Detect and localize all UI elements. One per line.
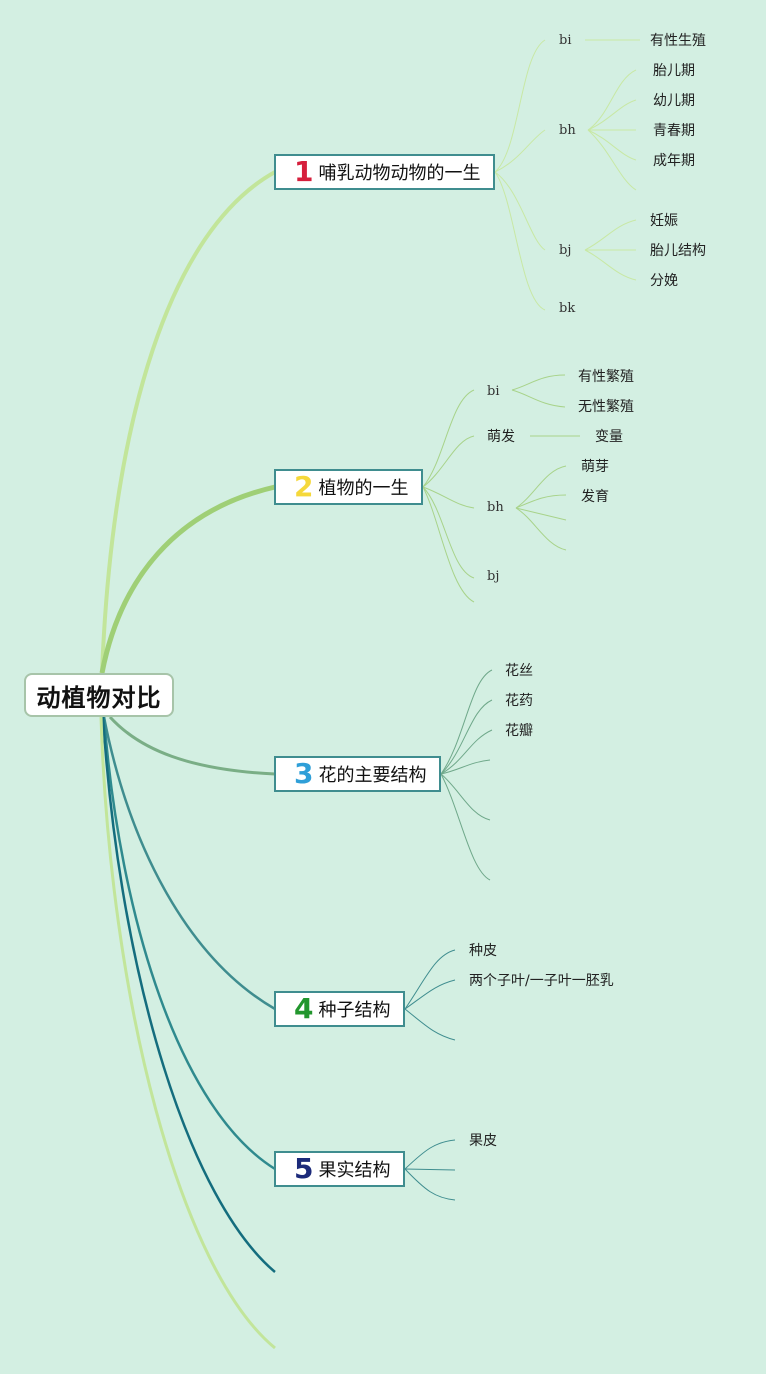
t2-sprout-child[interactable]: 变量 bbox=[595, 429, 623, 445]
t4-child-2[interactable]: 两个子叶/一子叶一胚乳 bbox=[469, 973, 614, 989]
t2-bh-child-2[interactable]: 发育 bbox=[581, 489, 609, 505]
t3-child-2[interactable]: 花药 bbox=[505, 693, 533, 709]
t1-bh-child-1[interactable]: 胎儿期 bbox=[653, 63, 695, 79]
t1-bh-child-3[interactable]: 青春期 bbox=[653, 123, 695, 139]
t1-bj-child-2[interactable]: 胎儿结构 bbox=[650, 243, 706, 259]
branch-topic-5 bbox=[102, 716, 276, 1171]
branch-empty-light bbox=[99, 716, 276, 1350]
t1-bh-child-4[interactable]: 成年期 bbox=[653, 153, 695, 169]
branch-empty-dark bbox=[101, 716, 276, 1273]
t1-node-bh[interactable]: bh bbox=[559, 123, 576, 138]
t1-node-bi[interactable]: bi bbox=[559, 33, 572, 48]
t2-node-sprout[interactable]: 萌发 bbox=[487, 429, 515, 445]
t2-node-bh[interactable]: bh bbox=[487, 500, 504, 515]
t1-bj-child-3[interactable]: 分娩 bbox=[650, 273, 678, 289]
t1-node-bj[interactable]: bj bbox=[559, 243, 572, 258]
topic-number-4: 4 bbox=[294, 992, 314, 1025]
t3-child-3[interactable]: 花瓣 bbox=[505, 723, 533, 739]
t1-bi-child[interactable]: 有性生殖 bbox=[650, 33, 706, 49]
t3-child-1[interactable]: 花丝 bbox=[505, 663, 533, 679]
topic-node-1[interactable]: 1 哺乳动物动物的一生 bbox=[274, 154, 495, 190]
topic-label-4: 种子结构 bbox=[318, 1000, 391, 1021]
t1-bh-child-2[interactable]: 幼儿期 bbox=[653, 93, 695, 109]
t2-node-bi[interactable]: bi bbox=[487, 384, 500, 399]
t1-bj-child-1[interactable]: 妊娠 bbox=[650, 213, 678, 229]
topic-2-connectors bbox=[422, 374, 580, 603]
topic-node-5[interactable]: 5 果实结构 bbox=[274, 1151, 405, 1187]
topic-number-2: 2 bbox=[294, 470, 314, 503]
t2-bi-child-2[interactable]: 无性繁殖 bbox=[578, 399, 634, 415]
t5-child-1[interactable]: 果皮 bbox=[469, 1133, 497, 1149]
topic-1-connectors bbox=[494, 39, 640, 311]
branch-topic-4 bbox=[102, 716, 276, 1011]
topic-node-3[interactable]: 3 花的主要结构 bbox=[274, 756, 441, 792]
branch-topic-1 bbox=[100, 170, 276, 674]
topic-number-1: 1 bbox=[294, 155, 314, 188]
t2-node-bj[interactable]: bj bbox=[487, 569, 500, 584]
root-node[interactable]: 动植物对比 bbox=[24, 673, 174, 717]
t1-node-bk[interactable]: bk bbox=[559, 301, 576, 316]
topic-node-4[interactable]: 4 种子结构 bbox=[274, 991, 405, 1027]
t2-bi-child-1[interactable]: 有性繁殖 bbox=[578, 369, 634, 385]
topic-label-5: 果实结构 bbox=[318, 1160, 391, 1181]
branch-topic-3 bbox=[108, 715, 276, 776]
topic-3-connectors bbox=[440, 669, 493, 881]
topic-4-connectors bbox=[404, 949, 456, 1041]
t4-child-1[interactable]: 种皮 bbox=[469, 943, 497, 959]
topic-number-3: 3 bbox=[294, 757, 314, 790]
t2-bh-child-1[interactable]: 萌芽 bbox=[581, 459, 609, 475]
topic-label-1: 哺乳动物动物的一生 bbox=[318, 163, 481, 184]
topic-number-5: 5 bbox=[294, 1152, 314, 1185]
topic-5-connectors bbox=[404, 1139, 456, 1201]
topic-node-2[interactable]: 2 植物的一生 bbox=[274, 469, 423, 505]
topic-label-3: 花的主要结构 bbox=[318, 765, 427, 786]
topic-label-2: 植物的一生 bbox=[318, 478, 409, 499]
branch-topic-2 bbox=[99, 484, 276, 674]
